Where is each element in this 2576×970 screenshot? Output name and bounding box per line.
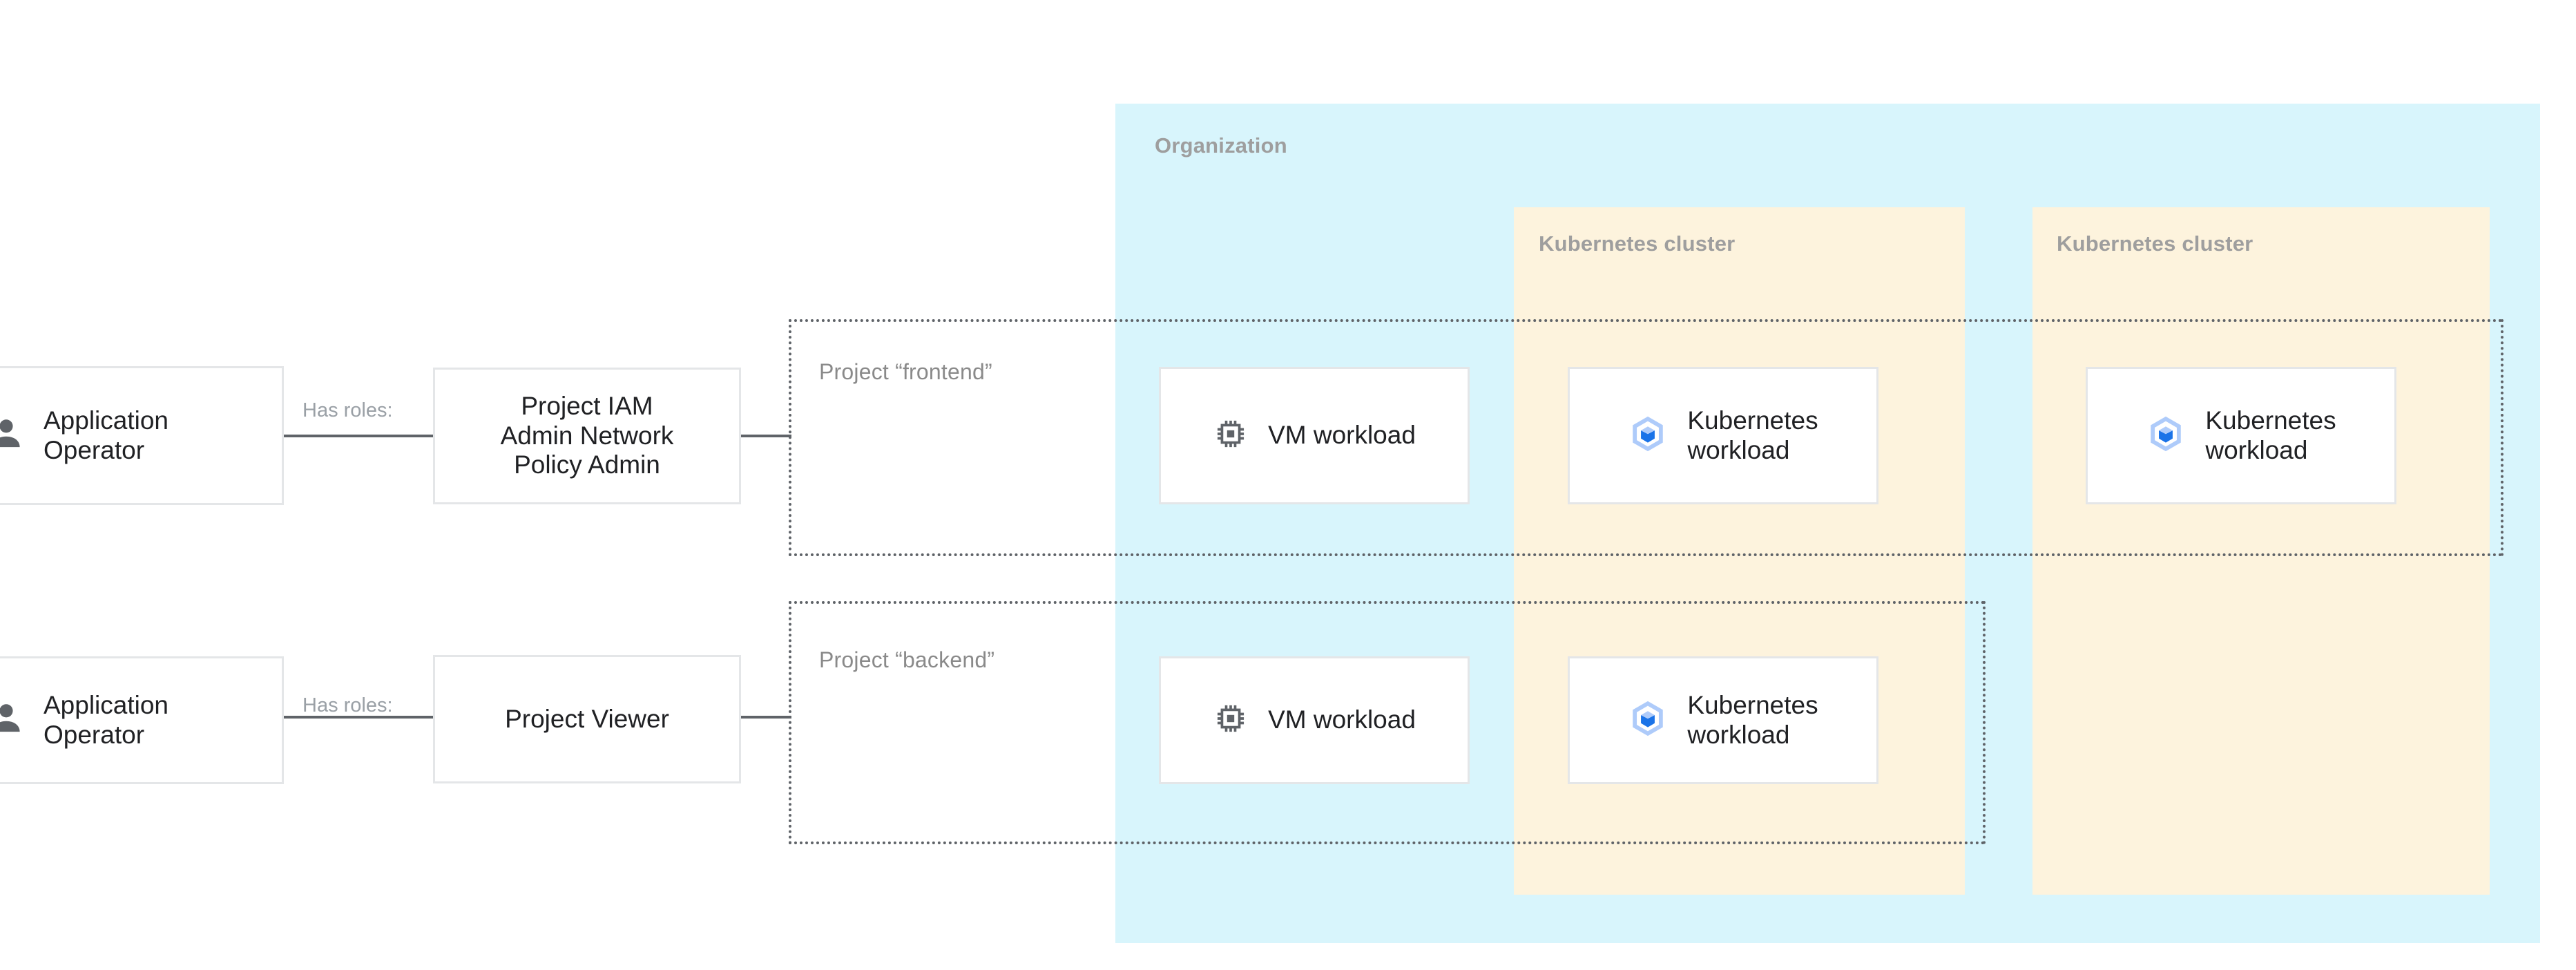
role-label-row1: Project IAM Admin Network Policy Admin <box>500 391 674 479</box>
kubernetes-workload-card-frontend-cluster1[interactable]: Kubernetes workload <box>1568 367 1878 504</box>
connector-label-row2: Has roles: <box>302 694 393 716</box>
kubernetes-icon <box>1628 698 1668 742</box>
role-label-row2: Project Viewer <box>505 704 669 733</box>
project-backend-boundary <box>789 601 1986 844</box>
role-box-row1[interactable]: Project IAM Admin Network Policy Admin <box>433 368 741 504</box>
kubernetes-workload-card-frontend-cluster2[interactable]: Kubernetes workload <box>2086 367 2396 504</box>
vm-workload-label-backend: VM workload <box>1268 705 1416 734</box>
kubernetes-cluster-1-label: Kubernetes cluster <box>1539 231 1736 256</box>
kubernetes-cluster-2-label: Kubernetes cluster <box>2057 231 2253 256</box>
connector-role-to-project-row1 <box>739 435 791 437</box>
actor-box-row1[interactable]: Application Operator <box>0 366 284 505</box>
vm-workload-card-backend[interactable]: VM workload <box>1159 656 1470 784</box>
kubernetes-workload-label-backend-cluster1: Kubernetes workload <box>1687 690 1818 749</box>
vm-workload-label-frontend: VM workload <box>1268 421 1416 450</box>
kubernetes-icon <box>1628 414 1668 457</box>
person-icon <box>0 415 26 457</box>
kubernetes-workload-label-frontend-cluster1: Kubernetes workload <box>1687 406 1818 464</box>
vm-chip-icon <box>1213 416 1249 455</box>
vm-chip-icon <box>1213 701 1249 740</box>
vm-workload-card-frontend[interactable]: VM workload <box>1159 367 1470 504</box>
project-frontend-boundary <box>789 319 2503 556</box>
project-backend-label: Project “backend” <box>819 647 995 672</box>
kubernetes-workload-label-frontend-cluster2: Kubernetes workload <box>2205 406 2336 464</box>
connector-label-row1: Has roles: <box>302 399 393 421</box>
connector-actor-to-role-row2 <box>284 716 436 719</box>
connector-role-to-project-row2 <box>739 716 791 719</box>
actor-box-row2[interactable]: Application Operator <box>0 656 284 784</box>
kubernetes-icon <box>2146 414 2186 457</box>
kubernetes-workload-card-backend-cluster1[interactable]: Kubernetes workload <box>1568 656 1878 784</box>
role-box-row2[interactable]: Project Viewer <box>433 655 741 783</box>
actor-label-row2: Application Operator <box>44 690 169 749</box>
actor-label-row1: Application Operator <box>44 406 169 464</box>
organization-label: Organization <box>1155 133 1287 158</box>
person-icon <box>0 699 26 741</box>
project-frontend-label: Project “frontend” <box>819 359 992 384</box>
connector-actor-to-role-row1 <box>284 435 436 437</box>
